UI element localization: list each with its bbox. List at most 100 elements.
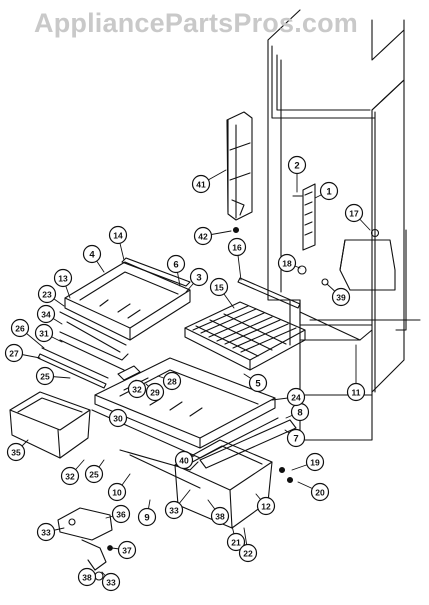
callout-number-36: 36 xyxy=(116,509,126,519)
callout-17: 17 xyxy=(344,203,364,223)
callout-number-26: 26 xyxy=(15,323,25,333)
callout-circle-41 xyxy=(191,174,211,194)
callout-circle-34 xyxy=(36,304,56,324)
callout-36: 36 xyxy=(111,504,131,524)
callout-number-22: 22 xyxy=(243,548,253,558)
callout-number-31: 31 xyxy=(39,328,49,338)
callout-32: 32 xyxy=(60,466,80,486)
callout-circle-36 xyxy=(111,504,131,524)
callout-29: 29 xyxy=(145,382,165,402)
callout-circle-11 xyxy=(346,382,366,402)
callout-14: 14 xyxy=(108,225,128,245)
callout-number-8: 8 xyxy=(297,407,302,418)
crisper-drawer-part-35 xyxy=(9,391,91,459)
callout-number-6: 6 xyxy=(173,259,178,270)
cap-part-17 xyxy=(370,228,380,238)
callout-circle-14 xyxy=(108,225,128,245)
callout-circle-25 xyxy=(35,366,55,386)
callout-number-39: 39 xyxy=(336,292,346,302)
callout-40: 40 xyxy=(174,450,194,470)
callout-number-38: 38 xyxy=(215,511,225,521)
callout-circle-33 xyxy=(101,572,121,592)
callout-number-24: 24 xyxy=(291,392,301,402)
callout-35: 35 xyxy=(6,442,26,462)
rail-part-10 xyxy=(129,454,201,489)
callout-number-34: 34 xyxy=(41,309,51,319)
cover-part-7 xyxy=(199,419,297,469)
callout-circle-33 xyxy=(164,500,184,520)
rail-part-16 xyxy=(237,277,301,309)
callout-number-13: 13 xyxy=(58,273,68,283)
callout-circle-30 xyxy=(108,408,128,428)
callout-31: 31 xyxy=(34,323,54,343)
callout-38: 38 xyxy=(77,567,97,587)
callout-circle-22 xyxy=(238,543,258,563)
duct-part-41 xyxy=(226,111,253,221)
callout-13: 13 xyxy=(53,268,73,288)
callout-number-5: 5 xyxy=(255,378,261,389)
callout-circle-18 xyxy=(277,253,297,273)
callout-6: 6 xyxy=(166,254,186,274)
callout-circle-19 xyxy=(305,452,325,472)
callout-circle-6 xyxy=(166,254,186,274)
callout-number-42: 42 xyxy=(198,231,208,241)
callout-circle-7 xyxy=(286,428,306,448)
callout-21: 21 xyxy=(226,532,246,552)
callout-37: 37 xyxy=(117,540,137,560)
callout-number-38: 38 xyxy=(82,572,92,582)
callout-41: 41 xyxy=(191,174,211,194)
callout-circle-4 xyxy=(82,244,102,264)
callout-circle-29 xyxy=(145,382,165,402)
callout-circle-26 xyxy=(10,318,30,338)
callout-circle-42 xyxy=(193,226,213,246)
callout-circle-9 xyxy=(137,507,157,527)
callout-circle-3 xyxy=(189,267,209,287)
callout-number-4: 4 xyxy=(89,249,95,260)
hinge-part-18 xyxy=(297,265,307,275)
callout-33: 33 xyxy=(36,522,56,542)
callout-circle-5 xyxy=(248,373,268,393)
screw-part-20 xyxy=(286,476,294,484)
callout-number-16: 16 xyxy=(232,242,242,252)
callout-number-11: 11 xyxy=(352,387,361,397)
callout-32: 32 xyxy=(127,379,147,399)
cam-part-38 xyxy=(94,571,104,581)
callout-number-30: 30 xyxy=(113,413,123,423)
callout-number-33: 33 xyxy=(169,505,179,515)
callout-38: 38 xyxy=(210,506,230,526)
callout-12: 12 xyxy=(256,496,276,516)
callout-24: 24 xyxy=(286,387,306,407)
callout-circle-37 xyxy=(117,540,137,560)
callout-number-12: 12 xyxy=(261,501,271,511)
callout-3: 3 xyxy=(189,267,209,287)
callout-number-29: 29 xyxy=(150,387,160,397)
rail-part-9 xyxy=(119,449,199,471)
callout-circle-28 xyxy=(162,371,182,391)
callout-circle-16 xyxy=(227,237,247,257)
callout-number-32: 32 xyxy=(132,384,142,394)
callout-circle-10 xyxy=(107,482,127,502)
callout-4: 4 xyxy=(82,244,102,264)
callout-circle-38 xyxy=(77,567,97,587)
screw-part-39 xyxy=(321,278,329,286)
callout-number-33: 33 xyxy=(106,577,116,587)
callout-18: 18 xyxy=(277,253,297,273)
callout-25: 25 xyxy=(35,366,55,386)
callout-1: 1 xyxy=(319,181,339,201)
callout-circle-1 xyxy=(319,181,339,201)
callout-circle-2 xyxy=(287,155,307,175)
cabinet-outline xyxy=(267,9,421,441)
callout-number-3: 3 xyxy=(196,272,201,283)
callout-27: 27 xyxy=(4,343,24,363)
callout-circle-32 xyxy=(60,466,80,486)
callout-number-23: 23 xyxy=(42,289,52,299)
shelf-rails xyxy=(37,331,149,391)
callout-number-9: 9 xyxy=(144,512,149,523)
callout-group: 1234567891011121314151617181920212223242… xyxy=(4,155,366,592)
callout-circle-21 xyxy=(226,532,246,552)
callout-number-10: 10 xyxy=(112,487,122,497)
callout-number-37: 37 xyxy=(122,545,132,555)
callout-5: 5 xyxy=(248,373,268,393)
callout-42: 42 xyxy=(193,226,213,246)
